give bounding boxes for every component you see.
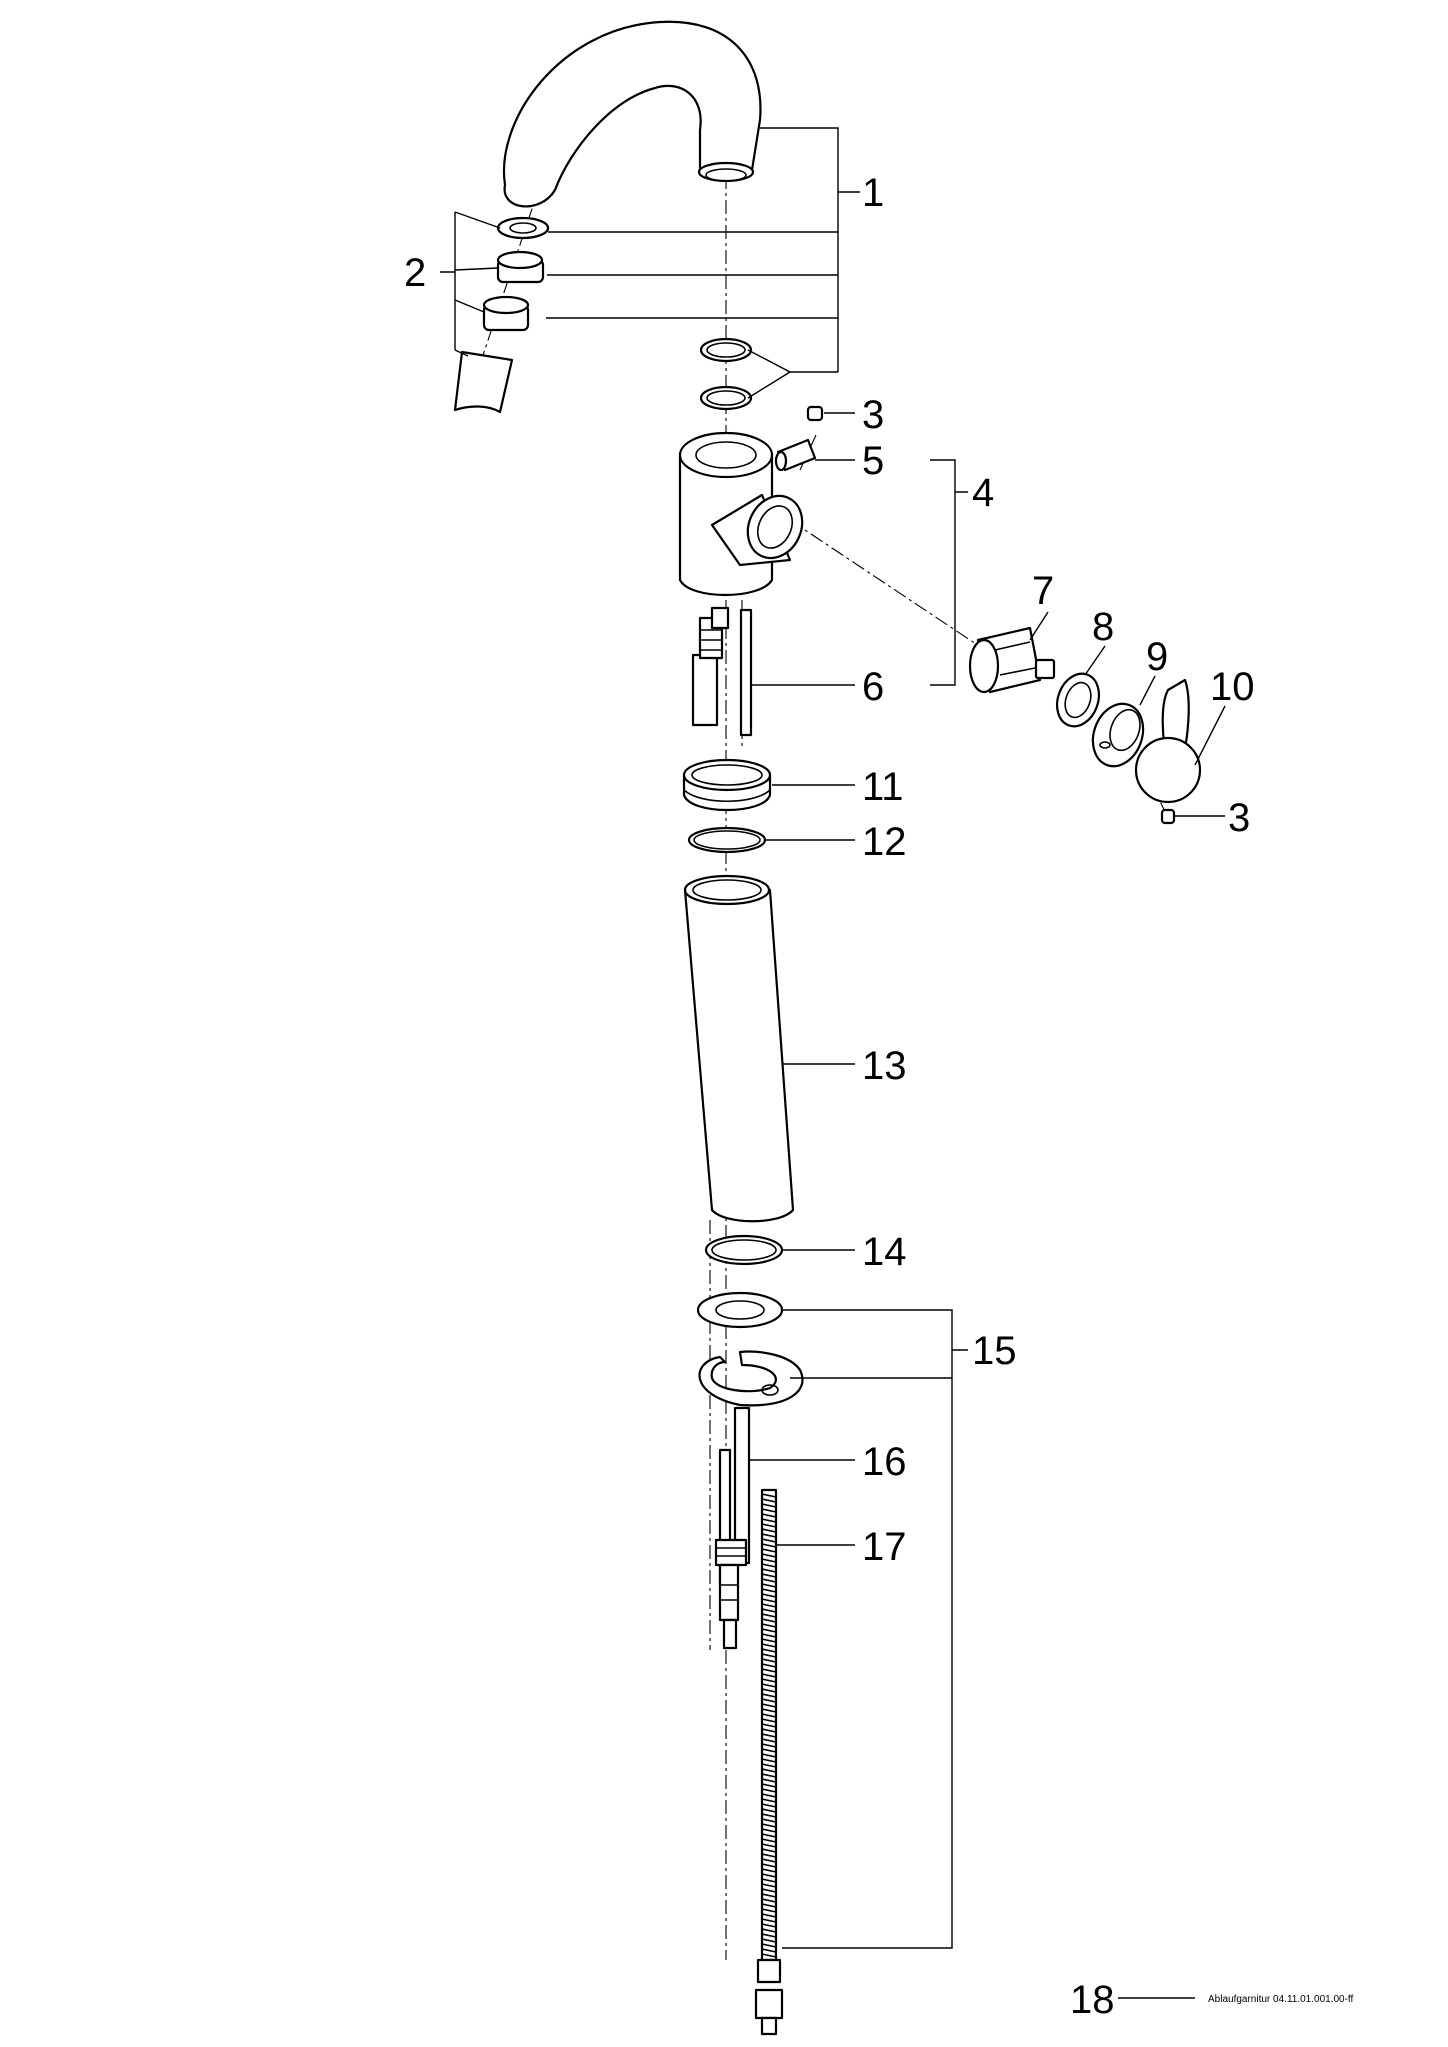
threaded-ring-part-11: [682, 758, 772, 811]
callout-1: 1: [862, 171, 884, 215]
nut-part-8: [1055, 672, 1101, 728]
callout-9: 9: [1146, 635, 1168, 679]
o-ring-part-12: [687, 826, 767, 854]
cartridge-part-7: [968, 626, 1056, 694]
fixing-set-part-15: [696, 1291, 804, 1407]
callout-8: 8: [1092, 605, 1114, 649]
callout-4: 4: [972, 471, 994, 515]
callout-10: 10: [1210, 665, 1255, 709]
spout-part-1: [502, 20, 762, 208]
set-screw-part-3-bottom: [1160, 808, 1176, 825]
callout-3-top: 3: [862, 393, 884, 437]
reference-note: Ablaufgarnitur 04.11.01.001.00-ff: [1208, 1994, 1354, 2005]
callout-11: 11: [862, 765, 904, 809]
body-sleeve-part-13: [683, 874, 795, 1223]
hoses-part-16: [714, 1406, 751, 1650]
callout-17: 17: [862, 1525, 907, 1569]
callout-16: 16: [862, 1440, 907, 1484]
callout-14: 14: [862, 1230, 907, 1274]
callout-2: 2: [404, 251, 426, 295]
callout-13: 13: [862, 1044, 907, 1088]
set-screw-part-3-top: [806, 405, 824, 422]
leader-lines: [440, 127, 1226, 1999]
threaded-rod-part-17: [754, 1488, 784, 2036]
callout-labels: 1 2 3 5 4 7 8 9 10 6 11 3 12 13 14 15 16…: [404, 171, 1354, 2022]
mixer-body-part-4: [678, 431, 804, 596]
handle-part-10: [1134, 678, 1202, 804]
callout-6: 6: [862, 665, 884, 709]
pin-part-5: [774, 438, 817, 472]
spout-o-rings: [699, 337, 753, 411]
o-ring-part-14: [704, 1234, 784, 1266]
aerator-part-2: [453, 216, 550, 414]
callout-5: 5: [862, 439, 884, 483]
center-lines: [467, 175, 1169, 1960]
callout-18: 18: [1070, 1978, 1115, 2022]
callout-7: 7: [1032, 569, 1054, 613]
connector-tubes-part-6: [691, 606, 753, 737]
cover-cap-part-9: [1091, 702, 1145, 768]
callout-15: 15: [972, 1329, 1017, 1373]
callout-3-bottom: 3: [1228, 796, 1250, 840]
callout-12: 12: [862, 820, 907, 864]
